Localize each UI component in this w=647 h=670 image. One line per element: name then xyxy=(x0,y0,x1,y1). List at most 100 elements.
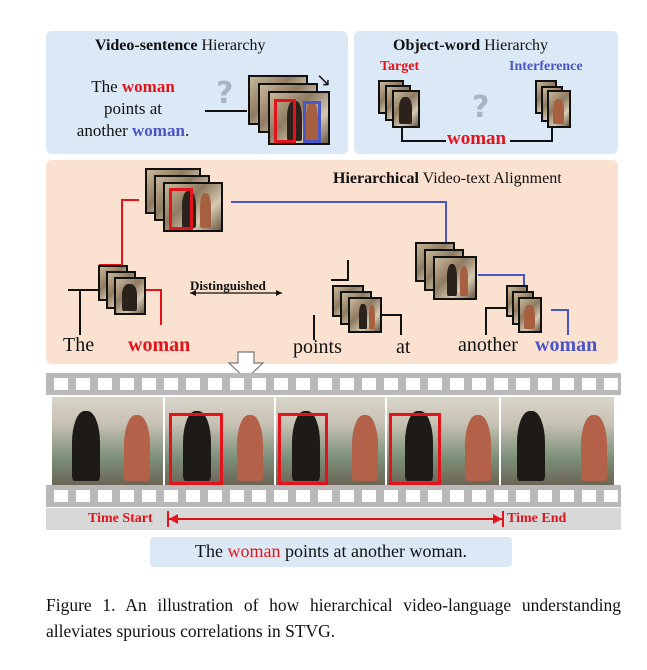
object-word-connector xyxy=(401,127,553,142)
question-mark-1: ? xyxy=(216,76,234,111)
word-another: another xyxy=(76,121,133,140)
video-frame-4 xyxy=(387,397,499,485)
film-hole xyxy=(340,378,354,390)
word-another: another xyxy=(458,334,518,356)
video-sentence-header: Video-sentence Hierarchy xyxy=(95,37,265,55)
caption-post: points at another woman. xyxy=(280,541,467,561)
connector-line xyxy=(205,110,247,112)
film-hole xyxy=(428,378,442,390)
header-rest: Hierarchy xyxy=(197,37,266,54)
film-hole xyxy=(604,490,618,502)
film-hole xyxy=(142,378,156,390)
sentence-frame-stack xyxy=(145,168,230,233)
film-hole xyxy=(582,490,596,502)
the-woman-frame-stack xyxy=(98,265,148,315)
film-hole xyxy=(318,490,332,502)
film-hole xyxy=(472,490,486,502)
caption-pre: The xyxy=(195,541,228,561)
time-start-label: Time Start xyxy=(88,511,153,526)
down-arrow-icon xyxy=(227,351,265,380)
time-end-label: Time End xyxy=(507,511,567,526)
distinguished-label: Distinguished xyxy=(190,278,266,293)
word-woman-target: woman xyxy=(121,77,175,96)
film-hole xyxy=(76,378,90,390)
hierarchy-tree xyxy=(68,199,569,340)
header-bold: Object-word xyxy=(393,37,481,54)
object-word-woman: woman xyxy=(447,128,507,149)
film-hole xyxy=(142,490,156,502)
word-period: . xyxy=(184,121,190,140)
film-hole xyxy=(494,490,508,502)
film-hole xyxy=(406,490,420,502)
film-strip-top xyxy=(46,373,621,395)
film-hole xyxy=(560,490,574,502)
interference-label: Interference xyxy=(509,59,583,74)
film-hole xyxy=(516,490,530,502)
film-strip-bottom xyxy=(46,485,621,507)
word-woman-other: woman xyxy=(132,121,185,140)
word-woman-target: woman xyxy=(128,334,191,356)
film-hole xyxy=(164,378,178,390)
header-rest: Video-text Alignment xyxy=(418,170,562,187)
video-frame-1 xyxy=(52,397,163,485)
film-hole xyxy=(54,378,68,390)
video-frame-5 xyxy=(501,397,614,485)
film-hole xyxy=(428,490,442,502)
film-hole xyxy=(318,378,332,390)
interference-frame-stack xyxy=(535,80,573,128)
film-hole xyxy=(604,378,618,390)
film-hole xyxy=(120,378,134,390)
film-hole xyxy=(384,378,398,390)
film-hole xyxy=(274,490,288,502)
film-hole xyxy=(362,378,376,390)
video-frame-3 xyxy=(276,397,385,485)
film-hole xyxy=(230,490,244,502)
film-hole xyxy=(208,490,222,502)
film-hole xyxy=(252,490,266,502)
word-the: The xyxy=(63,334,95,356)
film-hole xyxy=(296,378,310,390)
word-at: at xyxy=(396,336,411,358)
target-label: Target xyxy=(380,59,420,74)
points-at-frame-stack xyxy=(332,285,384,333)
film-hole xyxy=(274,378,288,390)
video-frame-stack xyxy=(248,75,338,147)
film-hole xyxy=(450,378,464,390)
film-hole xyxy=(230,378,244,390)
target-frame-stack xyxy=(378,80,423,128)
header-rest: Hierarchy xyxy=(480,37,549,54)
film-hole xyxy=(560,378,574,390)
question-mark-2: ? xyxy=(472,90,490,125)
video-frame-2 xyxy=(165,397,274,485)
film-hole xyxy=(98,378,112,390)
another-woman-frame-stack xyxy=(506,285,546,333)
film-hole xyxy=(362,490,376,502)
film-hole xyxy=(516,378,530,390)
another-woman-parent-stack xyxy=(415,242,480,300)
film-hole xyxy=(98,490,112,502)
object-word-header: Object-word Hierarchy xyxy=(393,37,548,55)
header-bold: Video-sentence xyxy=(95,37,198,54)
caption-woman: woman xyxy=(227,541,281,561)
word-woman-other: woman xyxy=(535,334,598,356)
film-hole xyxy=(494,378,508,390)
word-the: The xyxy=(91,77,122,96)
hierarchical-header: Hierarchical Video-text Alignment xyxy=(333,170,562,188)
query-caption-box xyxy=(150,537,512,567)
word-points-at: points at xyxy=(103,99,163,118)
film-hole xyxy=(120,490,134,502)
film-hole xyxy=(472,378,486,390)
film-hole xyxy=(450,490,464,502)
film-hole xyxy=(296,490,310,502)
film-hole xyxy=(208,378,222,390)
figure-caption: Figure 1. An illustration of how hierarc… xyxy=(46,595,621,641)
film-hole xyxy=(538,490,552,502)
word-points: points xyxy=(293,336,342,358)
film-hole xyxy=(186,490,200,502)
time-span-arrow xyxy=(167,511,504,527)
film-hole xyxy=(76,490,90,502)
film-hole xyxy=(54,490,68,502)
film-hole xyxy=(186,378,200,390)
film-hole xyxy=(340,490,354,502)
query-caption: The woman points at another woman. xyxy=(150,541,512,562)
